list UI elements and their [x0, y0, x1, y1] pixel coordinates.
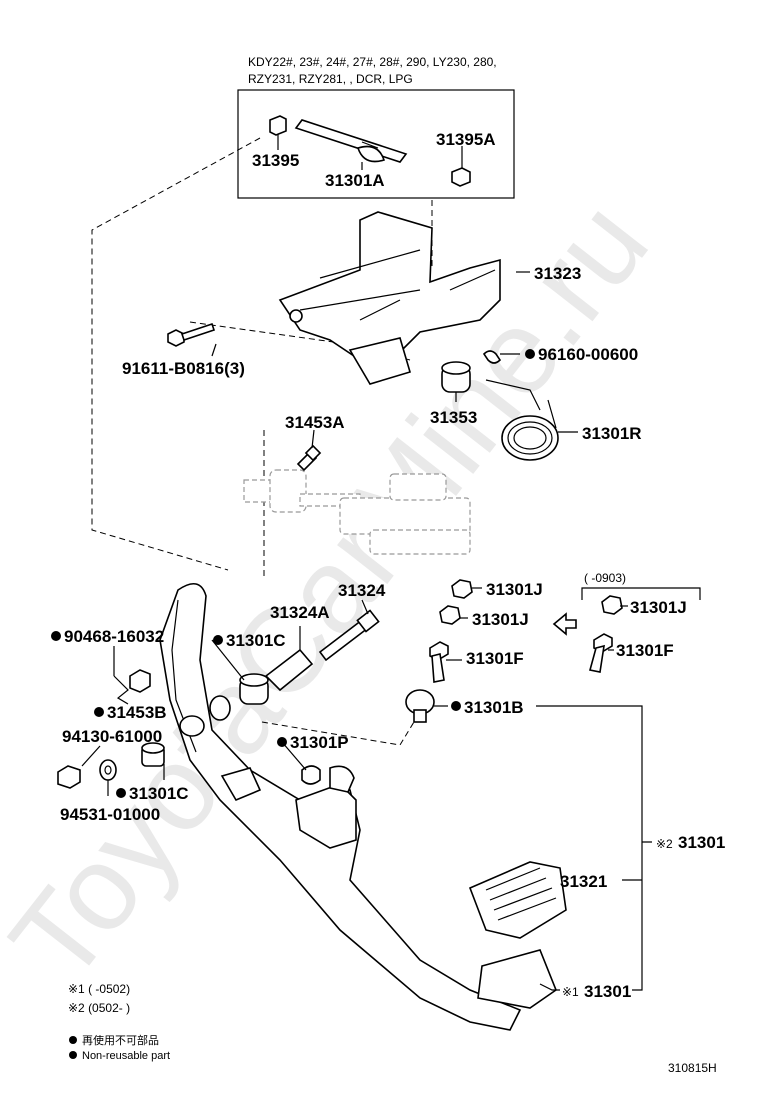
part-31323-bracket-icon	[278, 211, 501, 385]
label-31301C-lower: 31301C	[129, 784, 189, 803]
label-range-0903: ( -0903)	[584, 571, 626, 585]
bolt-31324-icon	[318, 609, 380, 662]
clip-96160-icon	[482, 350, 502, 364]
part-31395A-icon	[451, 167, 471, 187]
pedal-pad-31321-icon	[468, 861, 567, 939]
label-31321: 31321	[560, 872, 607, 891]
label-96160: 96160-00600	[538, 345, 638, 364]
legend-dot	[69, 1036, 77, 1044]
note-1: ※1 ( -0502)	[68, 982, 130, 996]
variant-bracket	[581, 587, 701, 600]
collar-31324A-icon	[264, 648, 314, 692]
label-94531: 94531-01000	[60, 805, 160, 824]
pedal-pad-31301-icon	[477, 949, 557, 1009]
label-mark1: ※1	[562, 985, 579, 999]
label-31301F-b: 31301F	[616, 641, 674, 660]
label-31301J-a: 31301J	[486, 580, 543, 599]
pin-90468-icon	[113, 675, 129, 705]
label-91611: 91611-B0816(3)	[122, 359, 245, 378]
note-2: ※2 (0502- )	[68, 1001, 130, 1015]
label-31453A: 31453A	[285, 413, 345, 432]
non-reusable-marker	[116, 788, 126, 798]
nut-31301J-a-icon	[451, 579, 473, 599]
label-31301-assembly-2: 31301	[678, 833, 725, 852]
label-31323: 31323	[534, 264, 581, 283]
nut-31301J-c-icon	[601, 595, 623, 615]
master-cylinder-reference-icon	[243, 469, 471, 555]
nut-94130-icon	[57, 765, 81, 789]
part-31395-icon	[269, 115, 287, 136]
bushing-31301C-upper-icon	[239, 673, 269, 705]
bolt-31453A-icon	[296, 444, 322, 472]
label-31301A: 31301A	[325, 171, 385, 190]
legend-jp: 再使用不可部品	[82, 1033, 159, 1047]
label-mark2: ※2	[656, 837, 673, 851]
non-reusable-marker	[451, 701, 461, 711]
legend-en: Non-reusable part	[82, 1050, 170, 1062]
non-reusable-marker	[213, 635, 223, 645]
pedal-arm-31301-icon	[159, 583, 522, 1031]
applicability-line2: RZY231, RZY281, , DCR, LPG	[248, 72, 413, 86]
label-90468: 90468-16032	[64, 627, 164, 646]
diagram-code: 310815H	[668, 1061, 717, 1075]
label-31453B: 31453B	[107, 703, 167, 722]
stopper-31301B-icon	[405, 689, 435, 723]
bolt-31301F-b-icon	[589, 633, 613, 673]
applicability-line1: KDY22#, 23#, 24#, 27#, 28#, 290, LY230, …	[248, 55, 497, 69]
label-31301P: 31301P	[290, 733, 349, 752]
clip-31301P-icon	[301, 765, 321, 785]
non-reusable-marker	[51, 631, 61, 641]
assembly-bracket	[536, 705, 643, 991]
spring-31301R-icon	[485, 379, 559, 461]
bushing-31353-icon	[441, 361, 471, 393]
label-94130: 94130-61000	[62, 727, 162, 746]
bolt-91611-icon	[167, 322, 216, 347]
label-31353: 31353	[430, 408, 477, 427]
label-31395A: 31395A	[436, 130, 496, 149]
option-box	[237, 89, 515, 199]
label-31301-assembly-1: 31301	[584, 982, 631, 1001]
label-31301C-upper: 31301C	[226, 631, 286, 650]
part-31301A-icon	[294, 119, 408, 163]
label-31301F-a: 31301F	[466, 649, 524, 668]
label-31301J-c: 31301J	[630, 598, 687, 617]
arrow-left-icon	[552, 612, 577, 636]
label-31301B: 31301B	[464, 698, 524, 717]
label-31301J-b: 31301J	[472, 610, 529, 629]
washer-94531-icon	[99, 759, 117, 781]
legend-dot	[69, 1051, 77, 1059]
bolt-31301F-a-icon	[429, 641, 449, 683]
label-31324: 31324	[338, 581, 386, 600]
non-reusable-marker	[94, 707, 104, 717]
nut-31453B-icon	[129, 669, 151, 693]
label-31324A: 31324A	[270, 603, 330, 622]
label-31301R: 31301R	[582, 424, 642, 443]
nut-31301J-b-icon	[439, 605, 461, 625]
label-31395: 31395	[252, 151, 299, 170]
non-reusable-marker	[277, 737, 287, 747]
bushing-31301C-lower-icon	[141, 742, 165, 767]
non-reusable-marker	[525, 349, 535, 359]
